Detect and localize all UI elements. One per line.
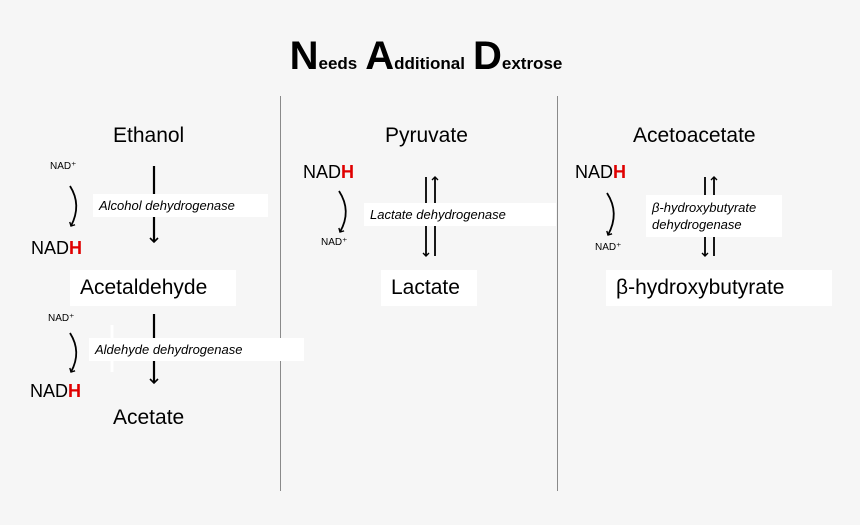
cofactor-curve-2 (69, 332, 78, 373)
nadh-base-3: NAD (303, 162, 342, 182)
molecule-beta-hydroxybutyrate: β-hydroxybutyrate (606, 270, 832, 306)
nadh-hydrogen-1: H (69, 238, 83, 258)
nadh-base-1: NAD (31, 238, 70, 258)
enzyme-alcohol-dehydrogenase: Alcohol dehydrogenase (93, 194, 268, 217)
column-divider-right (557, 96, 558, 491)
cofactor-nadh-3: NADH (303, 162, 354, 183)
column-divider-left (280, 96, 281, 491)
molecule-ethanol: Ethanol (113, 124, 185, 147)
cofactor-nad-plus-4: NAD⁺ (595, 242, 622, 253)
molecule-acetoacetate: Acetoacetate (633, 124, 756, 147)
cofactor-curve-1 (69, 185, 78, 227)
molecule-lactate: Lactate (381, 270, 477, 306)
title-initial-n: N (289, 34, 319, 78)
nadh-base-4: NAD (575, 162, 614, 182)
title-word-extrose: extrose (501, 54, 563, 73)
cofactor-nad-plus-1: NAD⁺ (50, 161, 77, 172)
title-initial-a: A (365, 34, 395, 78)
molecule-pyruvate: Pyruvate (385, 124, 468, 147)
cofactor-curve-3 (338, 190, 347, 233)
enzyme-aldehyde-dehydrogenase: Aldehyde dehydrogenase (89, 338, 304, 361)
nadh-base-2: NAD (30, 381, 69, 401)
title-word-dditional: dditional (394, 54, 465, 73)
enzyme-bhb-line2: dehydrogenase (652, 217, 742, 232)
enzyme-bhb-dehydrogenase: β-hydroxybutyrate dehydrogenase (646, 195, 782, 237)
title-word-eeds: eeds (318, 54, 358, 73)
nadh-hydrogen-2: H (68, 381, 82, 401)
cofactor-nadh-4: NADH (575, 162, 626, 183)
nadh-hydrogen-3: H (341, 162, 355, 182)
molecule-acetate: Acetate (113, 406, 185, 429)
title-initial-d: D (472, 34, 502, 78)
cofactor-curve-4 (606, 192, 615, 236)
enzyme-bhb-line1: β-hydroxybutyrate (652, 200, 757, 215)
molecule-acetaldehyde: Acetaldehyde (70, 270, 236, 306)
cofactor-nadh-1: NADH (31, 238, 82, 259)
page-title: Needs Additional Dextrose (0, 34, 860, 79)
cofactor-nadh-2: NADH (30, 381, 81, 402)
cofactor-nad-plus-3: NAD⁺ (321, 237, 348, 248)
cofactor-nad-plus-2: NAD⁺ (48, 313, 75, 324)
nadh-hydrogen-4: H (613, 162, 627, 182)
enzyme-lactate-dehydrogenase: Lactate dehydrogenase (364, 203, 556, 226)
